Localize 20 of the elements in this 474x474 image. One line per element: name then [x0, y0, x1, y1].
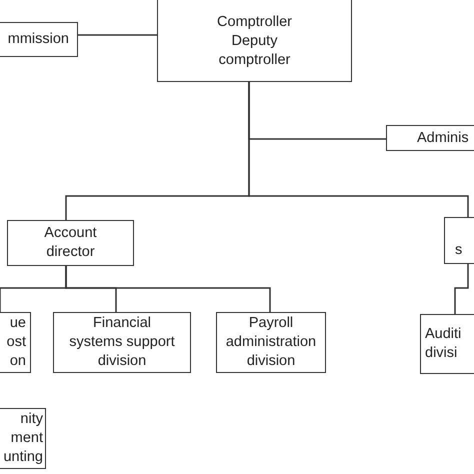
connector-line	[454, 264, 469, 314]
org-box	[216, 312, 326, 373]
box-label: Auditi divisi	[425, 325, 462, 363]
box-label: mmission	[6, 30, 69, 49]
box-label: Comptroller	[217, 12, 292, 32]
box-label: Adminis	[417, 128, 470, 148]
box-label: Account director	[44, 224, 97, 262]
box-label: ue ost on	[6, 314, 26, 371]
box-label: Payroll administration division	[224, 314, 318, 371]
box-label: s	[455, 241, 464, 260]
org-box	[157, 0, 352, 82]
connector-line	[78, 34, 157, 36]
org-box	[386, 125, 474, 151]
box-label: Financial systems support division	[68, 314, 176, 371]
connector-line	[65, 266, 271, 312]
box-label: Deputy comptroller	[218, 32, 290, 70]
box-label: nity ment unting	[3, 410, 43, 467]
org-box	[7, 220, 134, 266]
connector-line	[248, 82, 469, 217]
org-box	[53, 312, 191, 373]
